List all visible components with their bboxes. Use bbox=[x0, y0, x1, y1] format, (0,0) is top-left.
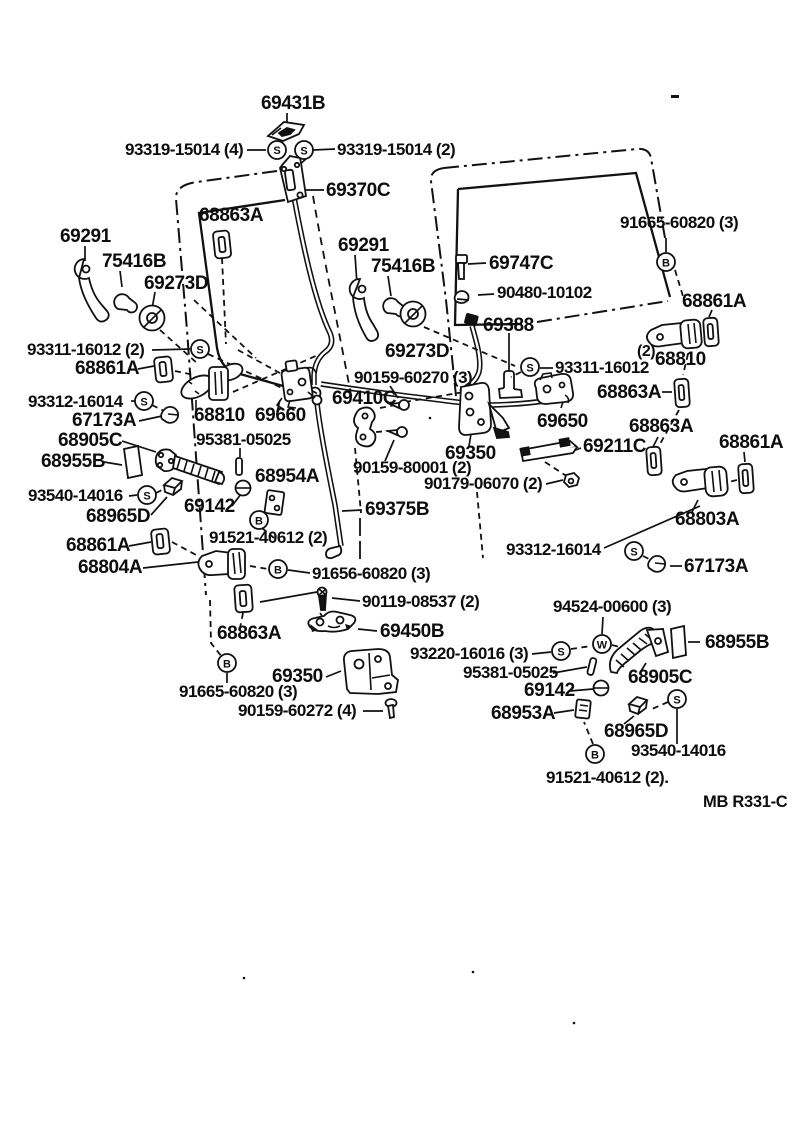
svg-text:W: W bbox=[597, 640, 608, 652]
svg-text:68861A: 68861A bbox=[66, 535, 131, 556]
svg-text:90179-06070 (2): 90179-06070 (2) bbox=[424, 474, 542, 493]
svg-text:69291: 69291 bbox=[60, 226, 112, 247]
svg-text:S: S bbox=[673, 695, 680, 707]
svg-text:90119-08537 (2): 90119-08537 (2) bbox=[362, 592, 479, 611]
svg-text:68955B: 68955B bbox=[705, 632, 769, 653]
svg-text:S: S bbox=[557, 647, 564, 659]
svg-text:B: B bbox=[274, 565, 282, 577]
svg-text:69388: 69388 bbox=[483, 315, 534, 336]
svg-text:90480-10102: 90480-10102 bbox=[497, 283, 592, 302]
svg-text:93312-16014: 93312-16014 bbox=[506, 540, 602, 559]
svg-text:69273D: 69273D bbox=[385, 341, 449, 362]
svg-text:69350: 69350 bbox=[445, 443, 496, 464]
svg-text:93540-14016: 93540-14016 bbox=[631, 741, 726, 760]
svg-text:93312-16014: 93312-16014 bbox=[28, 392, 124, 411]
svg-text:68953A: 68953A bbox=[491, 703, 556, 724]
svg-text:93319-15014 (2): 93319-15014 (2) bbox=[337, 140, 455, 159]
svg-text:S: S bbox=[526, 363, 533, 375]
svg-text:68863A: 68863A bbox=[597, 382, 662, 403]
svg-text:93540-14016: 93540-14016 bbox=[28, 486, 123, 505]
svg-text:S: S bbox=[273, 145, 280, 157]
svg-text:S: S bbox=[143, 491, 150, 503]
svg-text:68810: 68810 bbox=[655, 349, 706, 370]
svg-text:69660: 69660 bbox=[255, 405, 306, 426]
svg-text:69142: 69142 bbox=[184, 496, 235, 517]
svg-text:91521-40612 (2): 91521-40612 (2) bbox=[209, 528, 327, 547]
svg-text:68955B: 68955B bbox=[41, 451, 105, 472]
svg-text:68965D: 68965D bbox=[86, 506, 150, 527]
svg-text:90159-60272 (4): 90159-60272 (4) bbox=[238, 701, 356, 720]
svg-text:69410C: 69410C bbox=[332, 388, 397, 409]
svg-text:68863A: 68863A bbox=[629, 416, 694, 437]
svg-text:69211C: 69211C bbox=[583, 436, 647, 457]
svg-text:67173A: 67173A bbox=[684, 556, 749, 577]
svg-text:68803A: 68803A bbox=[675, 509, 740, 530]
svg-text:95381-05025: 95381-05025 bbox=[196, 430, 291, 449]
svg-text:91521-40612 (2).: 91521-40612 (2). bbox=[546, 768, 668, 787]
svg-text:S: S bbox=[140, 397, 147, 409]
svg-text:68863A: 68863A bbox=[217, 623, 282, 644]
svg-text:68965D: 68965D bbox=[604, 721, 668, 742]
svg-text:69747C: 69747C bbox=[489, 253, 554, 274]
svg-text:93311-16012: 93311-16012 bbox=[555, 358, 649, 377]
svg-text:B: B bbox=[255, 516, 263, 528]
svg-text:90159-80001 (2): 90159-80001 (2) bbox=[353, 458, 471, 477]
svg-text:68804A: 68804A bbox=[78, 557, 143, 578]
svg-text:75416B: 75416B bbox=[371, 256, 435, 277]
svg-text:69650: 69650 bbox=[537, 411, 588, 432]
svg-text:93220-16016 (3): 93220-16016 (3) bbox=[410, 644, 528, 663]
svg-text:91665-60820 (3): 91665-60820 (3) bbox=[179, 682, 297, 701]
svg-text:91656-60820 (3): 91656-60820 (3) bbox=[312, 564, 430, 583]
svg-text:93311-16012 (2): 93311-16012 (2) bbox=[27, 340, 144, 359]
svg-text:68863A: 68863A bbox=[199, 205, 264, 226]
svg-text:MB R331-C: MB R331-C bbox=[703, 793, 788, 811]
svg-text:75416B: 75416B bbox=[102, 251, 166, 272]
svg-text:94524-00600 (3): 94524-00600 (3) bbox=[553, 597, 671, 616]
svg-text:69142: 69142 bbox=[524, 680, 575, 701]
svg-text:95381-05025: 95381-05025 bbox=[463, 663, 558, 682]
svg-text:S: S bbox=[196, 345, 203, 357]
svg-text:68905C: 68905C bbox=[58, 430, 123, 451]
svg-text:69350: 69350 bbox=[272, 666, 323, 687]
svg-text:68905C: 68905C bbox=[628, 667, 693, 688]
svg-text:S: S bbox=[630, 547, 637, 559]
svg-text:B: B bbox=[662, 258, 670, 270]
svg-text:90159-60270 (3): 90159-60270 (3) bbox=[354, 368, 472, 387]
svg-text:69450B: 69450B bbox=[380, 621, 444, 642]
svg-text:68954A: 68954A bbox=[255, 466, 320, 487]
svg-text:67173A: 67173A bbox=[72, 410, 137, 431]
svg-text:S: S bbox=[300, 146, 307, 158]
svg-text:69370C: 69370C bbox=[326, 180, 391, 201]
svg-text:68861A: 68861A bbox=[719, 432, 784, 453]
svg-text:91665-60820 (3): 91665-60820 (3) bbox=[620, 213, 738, 232]
svg-text:69291: 69291 bbox=[338, 235, 390, 256]
svg-text:(2): (2) bbox=[637, 343, 655, 360]
svg-text:69273D: 69273D bbox=[144, 273, 208, 294]
svg-text:B: B bbox=[223, 659, 231, 671]
svg-text:69375B: 69375B bbox=[365, 499, 429, 520]
svg-text:69431B: 69431B bbox=[261, 93, 325, 114]
svg-text:93319-15014 (4): 93319-15014 (4) bbox=[125, 140, 243, 159]
svg-text:68810: 68810 bbox=[194, 405, 245, 426]
svg-text:68861A: 68861A bbox=[682, 291, 747, 312]
svg-text:B: B bbox=[591, 750, 599, 762]
svg-text:68861A: 68861A bbox=[75, 358, 140, 379]
